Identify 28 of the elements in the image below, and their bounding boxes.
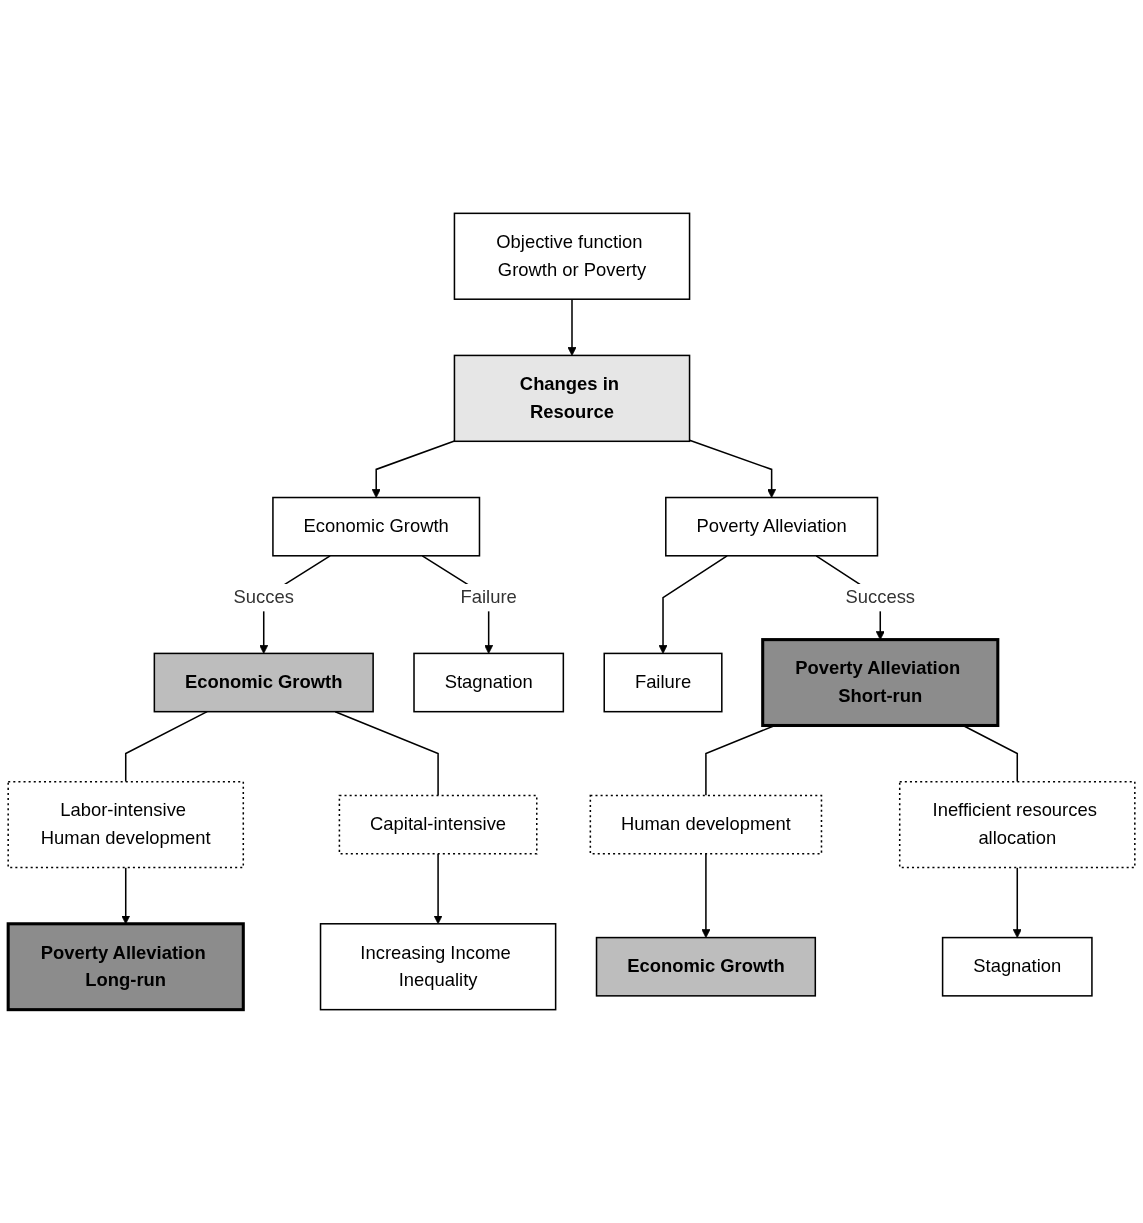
node-box: Economic Growth: [272, 496, 481, 557]
node-box: Poverty Alleviation Long-run: [6, 922, 245, 1012]
node-box: Stagnation: [941, 936, 1093, 997]
node-box: Human development: [589, 794, 823, 855]
node-box: Failure: [603, 652, 723, 713]
node-box: Increasing Income Inequality: [319, 923, 557, 1011]
arrow: [567, 298, 577, 356]
arrow: [658, 555, 728, 654]
node-box: Economic Growth: [153, 652, 374, 713]
node-box: Labor-intensive Human development: [7, 780, 245, 869]
node-box: Capital-intensive: [338, 794, 538, 855]
node-box: Economic Growth: [595, 936, 817, 997]
edge-label: Success: [845, 586, 916, 608]
edge-label: Failure: [460, 586, 517, 608]
arrow: [433, 853, 443, 925]
node-box: Poverty Alleviation Short-run: [761, 638, 1000, 727]
arrow: [701, 853, 711, 938]
node-box: Inefficient resources allocation: [898, 780, 1136, 869]
connector: [334, 710, 439, 797]
node-box: Changes in Resource: [453, 354, 691, 443]
arrow: [1012, 866, 1022, 938]
connector: [124, 710, 208, 783]
node-box: Objective function Growth or Poverty: [453, 212, 691, 300]
arrow: [371, 440, 456, 498]
edge-label: Succes: [233, 586, 294, 608]
arrow: [688, 439, 777, 498]
node-box: Stagnation: [413, 652, 565, 713]
node-box: Poverty Alleviation: [665, 496, 879, 557]
